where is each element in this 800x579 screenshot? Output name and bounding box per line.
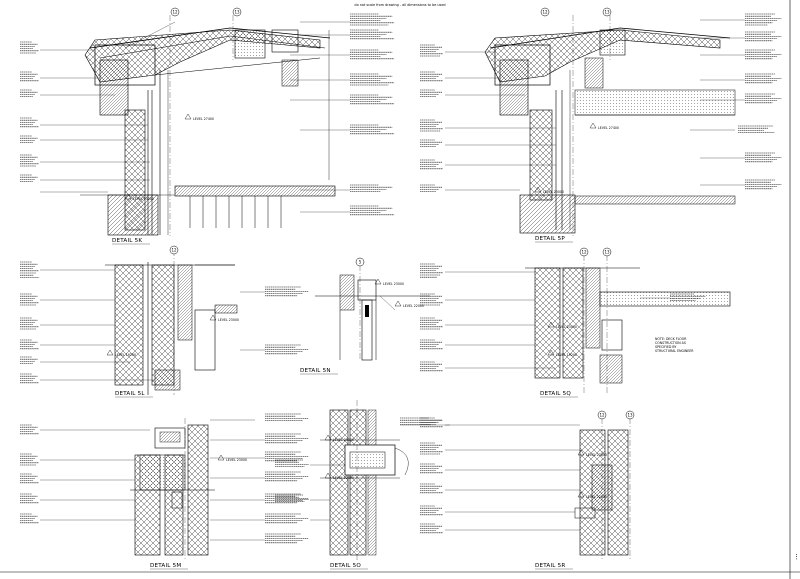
header-note: do not scale from drawing - all dimensio… bbox=[354, 3, 445, 7]
svg-text:12: 12 bbox=[171, 248, 177, 253]
detail-caption-5r: DETAIL 5R bbox=[535, 563, 565, 569]
level-label: LEVEL 22000 bbox=[586, 495, 607, 499]
grid-bubble: 12 bbox=[579, 247, 589, 257]
detail-5m-drawing bbox=[130, 418, 215, 560]
level-markers bbox=[106, 113, 597, 498]
svg-text:13: 13 bbox=[604, 10, 610, 15]
grid-bubble: 13 bbox=[232, 7, 242, 17]
detail-5p-notes bbox=[445, 19, 745, 191]
level-label: LEVEL 23000 bbox=[556, 325, 577, 329]
svg-text:12: 12 bbox=[542, 10, 548, 15]
grid-bubble: 12 bbox=[169, 245, 179, 255]
grid-bubble: 12 bbox=[540, 7, 550, 17]
detail-caption-5o: DETAIL 5O bbox=[330, 563, 361, 569]
detail-5p-drawing bbox=[484, 15, 736, 236]
specification-notes bbox=[20, 13, 782, 544]
level-label: LEVEL 23000 bbox=[543, 190, 564, 194]
detail-5k-notes bbox=[40, 21, 350, 213]
level-label: LEVEL 19200 bbox=[115, 353, 136, 357]
level-labels: LEVEL 27400 LEVEL 23000 LEVEL 27400 LEVE… bbox=[115, 117, 619, 499]
detail-captions: DETAIL 5K DETAIL 5P DETAIL 5L DETAIL 5N … bbox=[112, 236, 578, 570]
level-label: LEVEL 22000 bbox=[403, 304, 424, 308]
detail-5l-notes bbox=[40, 269, 265, 381]
grid-bubble: 13 bbox=[602, 247, 612, 257]
svg-text:13: 13 bbox=[627, 413, 633, 418]
svg-text:13: 13 bbox=[604, 250, 610, 255]
svg-text:12: 12 bbox=[172, 10, 178, 15]
level-label: LEVEL 23000 bbox=[586, 453, 607, 457]
detail-5m-notes bbox=[40, 419, 265, 541]
level-label: LEVEL 23000 bbox=[333, 438, 354, 442]
detail-5r-drawing bbox=[574, 418, 631, 560]
detail-caption-5q: DETAIL 5Q bbox=[540, 391, 571, 397]
detail-caption-5k: DETAIL 5K bbox=[112, 238, 142, 244]
detail-5l-drawing bbox=[105, 250, 238, 395]
svg-text:12: 12 bbox=[581, 250, 587, 255]
grid-bubble: 12 bbox=[170, 7, 180, 17]
grid-bubble: 12 bbox=[597, 410, 607, 420]
grid-bubble: 5 bbox=[355, 257, 365, 267]
svg-text:13: 13 bbox=[234, 10, 240, 15]
detail-caption-5n: DETAIL 5N bbox=[300, 368, 331, 374]
detail-5r-notes bbox=[400, 424, 580, 531]
detail-5o-notes bbox=[310, 464, 345, 521]
level-label: LEVEL 23000 bbox=[383, 282, 404, 286]
svg-text:5: 5 bbox=[359, 260, 362, 265]
detail-caption-5m: DETAIL 5M bbox=[150, 563, 181, 569]
detail-caption-5l: DETAIL 5L bbox=[115, 391, 145, 397]
grid-bubble: 13 bbox=[625, 410, 635, 420]
detail-5k-drawing bbox=[80, 15, 336, 236]
level-label: LEVEL 22000 bbox=[333, 476, 354, 480]
detail-caption-5p: DETAIL 5P bbox=[535, 236, 565, 242]
level-label: LEVEL 27400 bbox=[193, 117, 214, 121]
grid-bubbles: 12 13 12 13 12 12 13 12 13 5 bbox=[169, 7, 635, 420]
detail-5n-drawing bbox=[315, 265, 430, 361]
grid-bubble: 13 bbox=[602, 7, 612, 17]
level-label: LEVEL 23000 bbox=[226, 458, 247, 462]
level-label: LEVEL 23000 bbox=[133, 197, 154, 201]
svg-text:12: 12 bbox=[599, 413, 605, 418]
side-watermark: ... bbox=[791, 553, 799, 560]
level-label: LEVEL 27400 bbox=[598, 126, 619, 130]
detail-5o-drawing bbox=[320, 400, 409, 560]
detail-5q-notes bbox=[445, 271, 670, 369]
detail-5q-drawing bbox=[525, 255, 731, 395]
level-label: LEVEL 23000 bbox=[218, 318, 239, 322]
level-label: LEVEL 19200 bbox=[556, 353, 577, 357]
